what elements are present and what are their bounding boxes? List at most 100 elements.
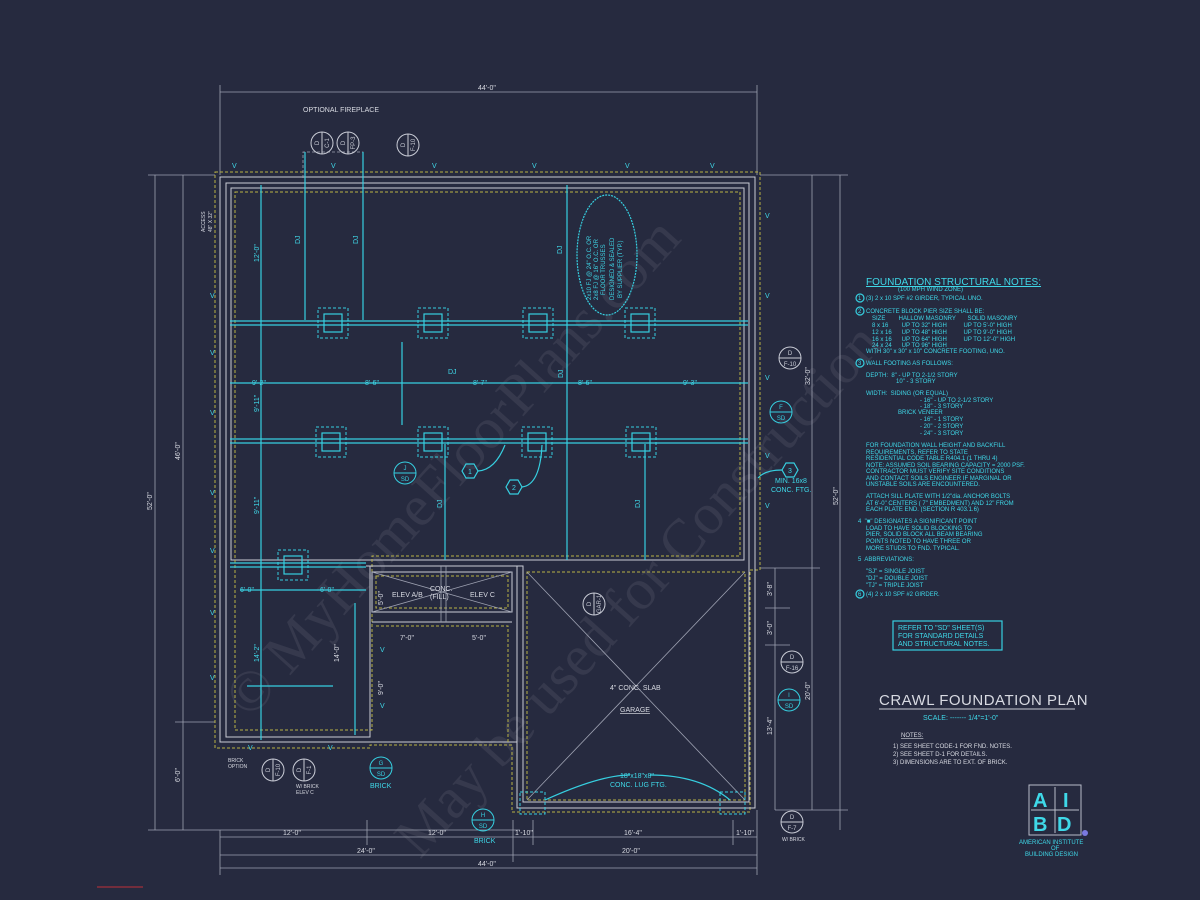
dj-label: DJ [437,499,444,508]
detail-tag-bottom: F-10 [411,138,417,151]
dim-left-overall: 52'-0" [147,492,154,510]
foundation-walls [214,151,761,813]
structural-note-line: 24 x 24 UP TO 96" HIGH [872,343,947,349]
refer-box-line: REFER TO "SD" SHEET(S) [898,625,984,632]
dim-right-20: 20'-0" [805,682,812,700]
dim-pier-4: 8'-6" [578,380,592,387]
vent-marker: V [765,453,770,460]
aibd-logo: A I B D AMERICAN INSTITUTE OF BUILDING D… [1019,784,1088,858]
dim-wing-6b: 6'-0" [320,587,334,594]
structural-note-line: BRICK VENEER [898,410,943,416]
dim-bottom-1-10a: 1'-10" [515,830,533,837]
structural-note-line: "TJ" = TRIPLE JOIST [866,583,924,589]
note-number-circles: 1 2 3 6 [855,293,865,599]
structural-note-line: CONTRACTOR MUST VERIFY SITE CONDITIONS [866,469,1004,475]
dj-label: DJ [635,499,642,508]
dj-label: DJ [295,235,302,244]
vent-marker: V [210,293,215,300]
detail-tag-bottom: FP-3 [351,136,357,150]
structural-note-line: UNSTABLE SOILS ARE ENCOUNTERED. [866,482,980,488]
dim-mid-7: 7'-0" [400,635,414,642]
structural-note-line: PIER, SOLID BLOCK ALL BEAM BEARING [866,532,983,538]
structural-note-line: MORE STUDS TO FND. TYPICAL. [866,546,960,552]
structural-note-line: WALL FOOTING AS FOLLOWS: [866,361,953,367]
brick-label: BRICK [370,783,392,790]
refer-box-line: FOR STANDARD DETAILS [898,633,984,640]
dim-bottom-24: 24'-0" [357,848,375,855]
dim-left-9-11a: 9'-11" [254,394,261,412]
detail-tag: HSD [471,808,495,832]
structural-note-line: DEPTH: 8" - UP TO 2-1/2 STORY [866,373,958,379]
structural-note-line: 16 x 16 UP TO 64" HIGH UP TO 12'-0" HIGH [872,337,1015,343]
structural-note-line: 5 ABBREVIATIONS: [858,557,914,563]
vent-marker: V [328,745,333,752]
logo-letter: D [1057,814,1071,836]
structural-note-line: "SJ" = SINGLE JOIST [866,569,925,575]
detail-tag: ISD [777,688,801,712]
fill-label: (FILL) [430,594,449,601]
detail-tag-bottom: F-1 [307,765,313,775]
structural-note-line: - 18" - 3 STORY [920,404,963,410]
brick-label: BRICK [474,838,496,845]
drawing-scale: SCALE: ------- 1/4"=1'-0" [923,715,999,722]
structural-notes-title: FOUNDATION STRUCTURAL NOTES: [866,277,1041,288]
framing [230,152,748,815]
brick-option-label-2: OPTION [228,764,248,770]
structural-note-line: (100 MPH WIND ZONE) [898,287,963,293]
dim-left-12: 12'-0" [254,244,261,262]
dim-right-52: 52'-0" [833,487,840,505]
dim-bottom-12a: 12'-0" [283,830,301,837]
dim-wing-6a: 6'-0" [240,587,254,594]
structural-note-line: 10" - 3 STORY [896,379,936,385]
truss-note-cloud: 2x10 FJ @ 24" O.C. OR 2x8 FJ @ 16" O.C. … [576,194,638,316]
structural-note-line: 4 "■" DESIGNATES A SIGNIFICANT POINT [858,519,977,525]
vent-marker: V [625,163,630,170]
dim-bottom-1-10b: 1'-10" [736,830,754,837]
detail-tag-top: D [788,351,793,357]
dim-wing-14-2: 14'-2" [254,644,261,662]
dimension-lines: 44'-0" 52'-0" 46'-0" 6'-0" 32'-0" 52'-0"… [147,85,848,875]
lug-ftg-label: CONC. LUG FTG. [610,782,667,789]
callouts: 1 2 3 [461,444,799,495]
structural-note-line: - 16" - UP TO 2-1/2 STORY [920,398,993,404]
vent-marker: V [380,647,385,654]
vent-marker: V [210,675,215,682]
detail-tag-bottom: F-10 [276,763,282,776]
structural-note-line: 12 x 16 UP TO 48" HIGH UP TO 9'-0" HIGH [872,330,1012,336]
detail-tag: DF-16 [780,650,804,674]
vent-marker: V [380,703,385,710]
vent-marker: V [248,745,253,752]
vent-marker: V [765,293,770,300]
logo-letter: I [1063,790,1069,812]
refer-box-line: AND STRUCTURAL NOTES. [898,641,990,648]
logo-name: OF [1051,846,1060,852]
detail-tag: DF-10 [778,346,802,370]
detail-tag-top: D [587,601,593,606]
registered-icon [1082,830,1088,836]
detail-tag-top: D [266,767,272,772]
piers [277,307,746,815]
dim-elev-5: 5'-0" [378,591,385,605]
note-1: 1) SEE SHEET CODE-1 FOR FND. NOTES. [893,744,1012,750]
title-block: CRAWL FOUNDATION PLAN SCALE: ------- 1/4… [879,692,1088,766]
structural-note-line: RESIDENTIAL CODE TABLE R404.1 (1 THRU 4) [866,456,997,462]
detail-tag-top: G [379,761,384,767]
structural-note-line: AND CONTACT SOILS ENGINEER IF MARGINAL O… [866,476,1012,482]
dj-label: DJ [557,245,564,254]
optional-fireplace-label: OPTIONAL FIREPLACE [303,107,379,114]
detail-tag-bottom: F-7 [788,826,798,832]
detail-tag-bottom: SD [377,772,386,778]
detail-tag: D F-10 [261,758,285,782]
structural-note-line: ATTACH SILL PLATE WITH 1/2"dia. ANCHOR B… [866,494,1010,500]
detail-tag-bottom: C-1 [325,138,331,148]
access-size: 48" X 32" [208,211,214,232]
dim-pier-1: 9'-2" [252,380,266,387]
structural-note-line: - 20" - 2 STORY [920,424,963,430]
lug-ftg-size: 18"x18"x8" [620,773,654,780]
plan-labels: OPTIONAL FIREPLACE ACCESS 48" X 32" DJ D… [201,107,811,845]
